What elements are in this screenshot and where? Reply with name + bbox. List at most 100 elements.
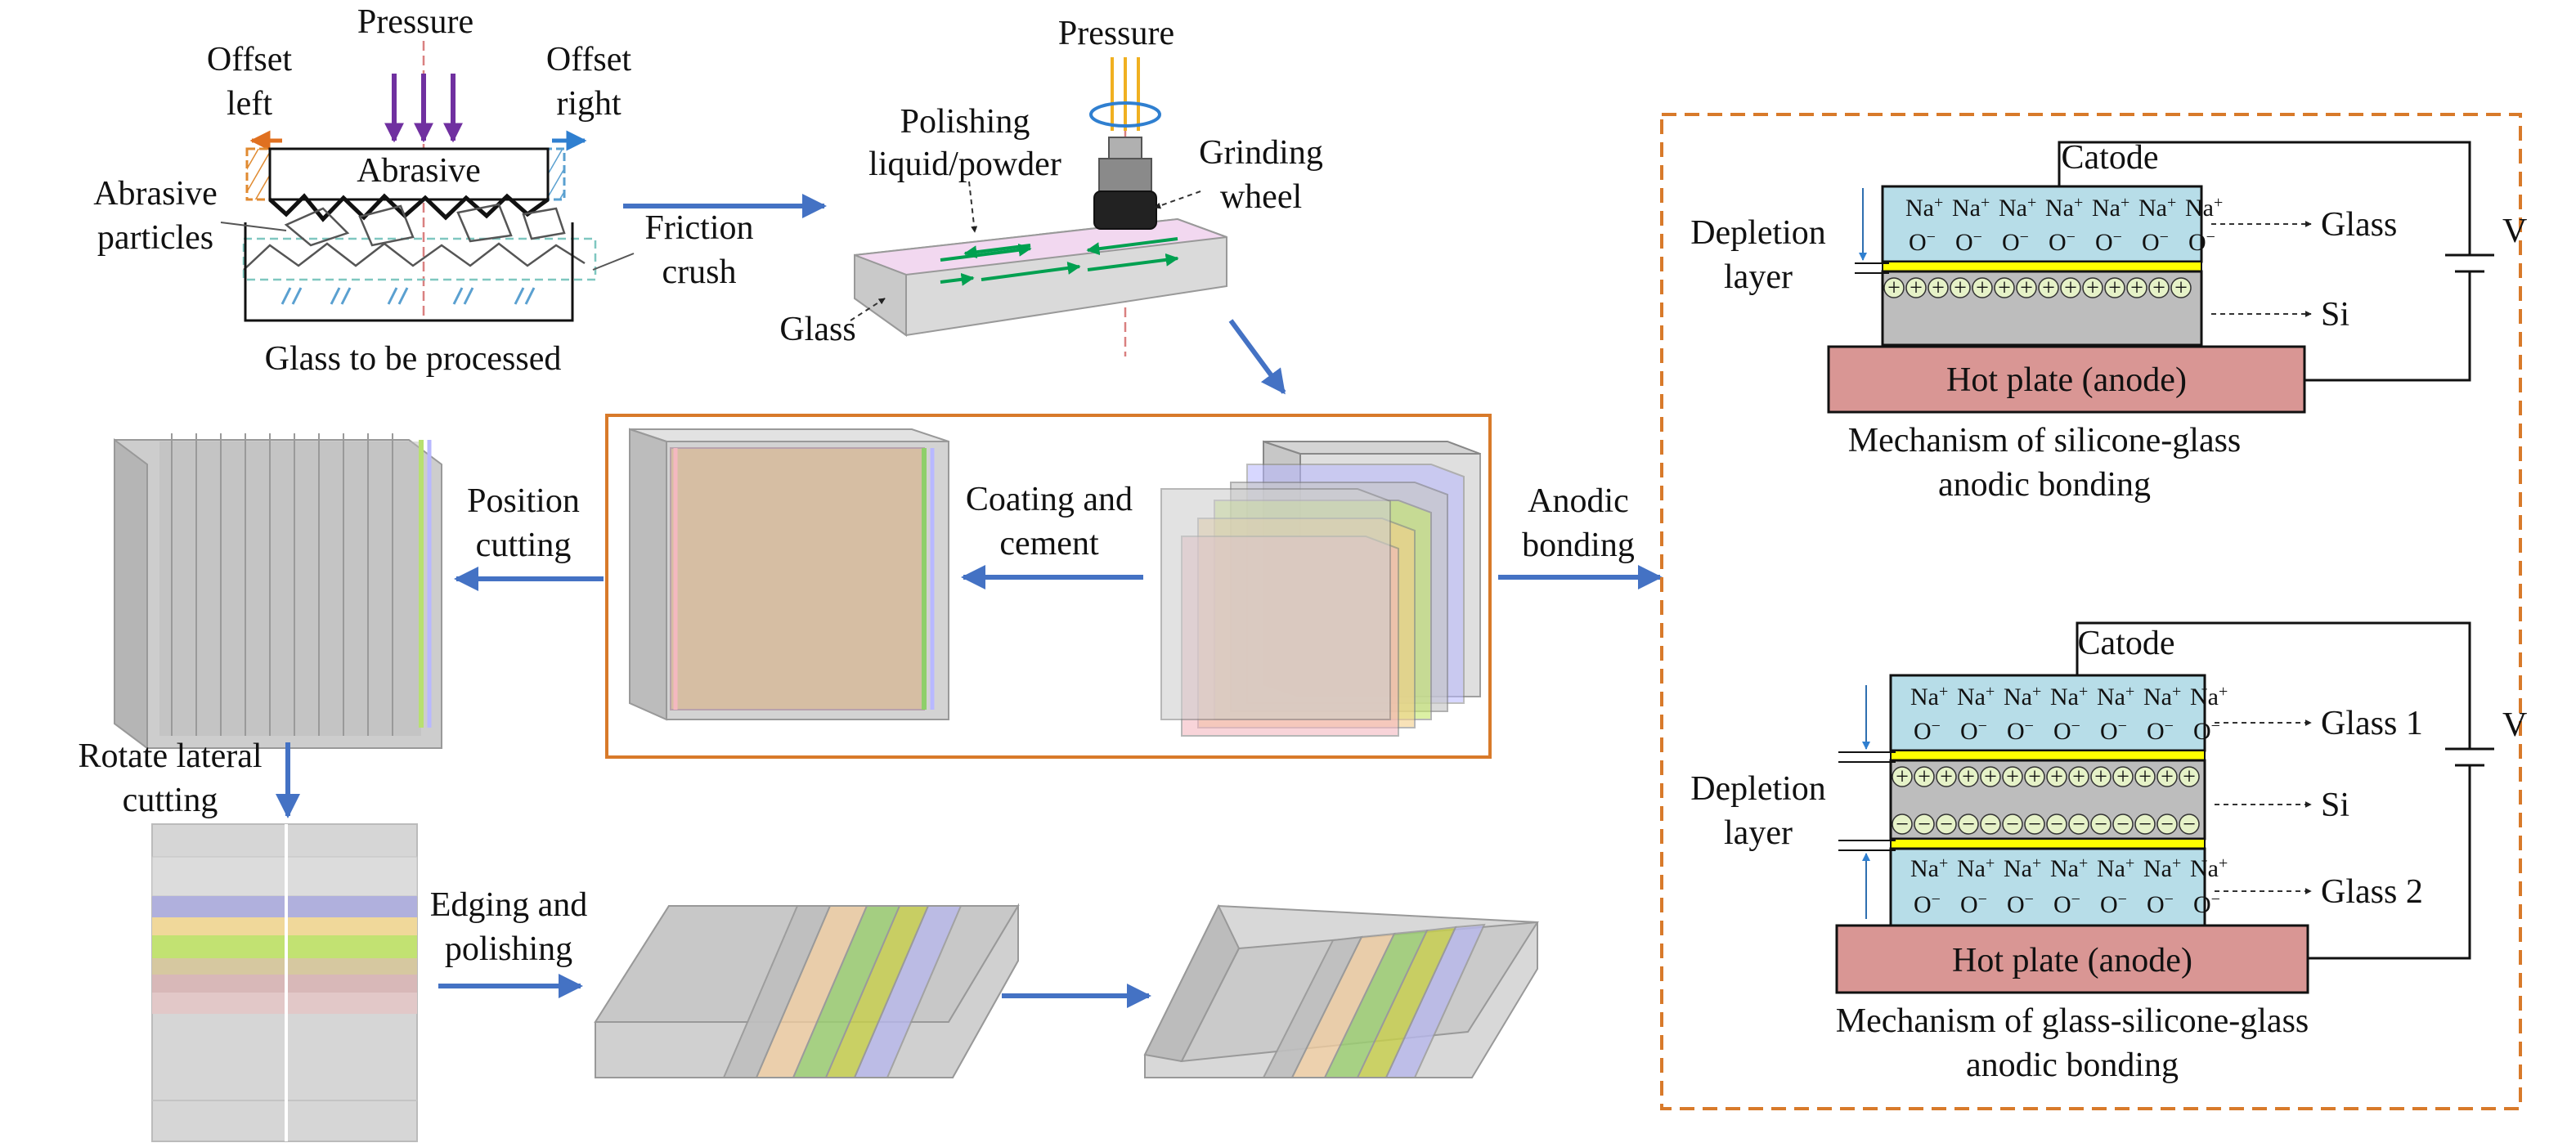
charge-circle [1892, 766, 1913, 787]
depletion-layer-label: layer [1724, 814, 1793, 852]
charge-circle [1994, 277, 2015, 298]
charge-symbol: + [2020, 276, 2033, 301]
abrasive-particle [358, 204, 415, 247]
anodic-bonding-label: Anodic [1528, 482, 1629, 520]
charge-circle [2156, 766, 2178, 787]
prism-slab-1 [594, 903, 1020, 1078]
friction-crush-label: Friction [645, 209, 754, 247]
charge-circle [1980, 766, 2001, 787]
rotate-lateral-cutting-label: Rotate lateral [78, 737, 262, 775]
grinding-wheel-label: wheel [1220, 178, 1302, 216]
charge-circle [1892, 814, 1913, 835]
edging-and-polishing-label: Edging and [430, 886, 587, 924]
charge-symbol: + [2138, 764, 2152, 790]
ion-symbol: O− [2188, 228, 2215, 256]
charge-symbol: + [1954, 276, 1967, 301]
charge-symbol: − [2094, 812, 2107, 837]
pressure-label-left: Pressure [357, 3, 473, 41]
glass-label: Glass [2321, 206, 2397, 244]
charge-circle [2134, 766, 2156, 787]
ion-symbol: O− [2193, 717, 2220, 745]
depletion-layer-label: Depletion [1690, 770, 1826, 808]
charge-circle [2068, 766, 2089, 787]
charge-circle [1958, 766, 1979, 787]
glass-hatching [280, 287, 536, 305]
mechanism-panel [1660, 113, 2522, 1110]
charge-circle [1936, 766, 1957, 787]
charge-circle [2002, 814, 2023, 835]
polishing-label: Polishing [900, 103, 1030, 141]
grinding-schematic: Pressure Offset left Offset right Abrasi… [93, 3, 753, 378]
abrasive-label: Abrasive [357, 152, 481, 190]
flow-arrow-2 [1228, 319, 1286, 395]
charge-circle [2179, 814, 2200, 835]
charge-circle [1905, 277, 1927, 298]
leader-line [220, 222, 287, 231]
charge-circle [2024, 766, 2045, 787]
offset-left-label: Offset [207, 41, 293, 78]
charge-circle [1883, 277, 1905, 298]
si-label: Si [2321, 296, 2349, 334]
charge-circle [2112, 814, 2134, 835]
charge-symbol: + [1910, 276, 1923, 301]
positive-charge-row: ++++++++++++++ [1883, 276, 2192, 301]
charge-symbol: + [2116, 764, 2129, 790]
charge-circle [2179, 766, 2200, 787]
charge-circle [2038, 277, 2059, 298]
charge-circle [2002, 766, 2023, 787]
ion-symbol: O− [2193, 890, 2220, 918]
friction-zone [242, 237, 597, 281]
charge-symbol: + [2108, 276, 2121, 301]
negative-charge-row: −−−−−−−−−−−−−− [1892, 812, 2200, 837]
charge-symbol: + [1976, 276, 1989, 301]
charge-symbol: + [1887, 276, 1901, 301]
charge-symbol: − [2050, 812, 2063, 837]
silicone-glass-bonding: V Catode Na+Na+Na+Na+Na+Na+Na+ O−O−O−O−O… [1690, 139, 2527, 504]
charge-circle [2090, 814, 2112, 835]
abrasive-block [268, 147, 550, 201]
charge-circle [2112, 766, 2134, 787]
glass-label: Glass [779, 311, 855, 348]
glass-workpiece [244, 222, 574, 322]
wire [2076, 621, 2471, 749]
depletion-layer-label: Depletion [1690, 214, 1826, 252]
charge-symbol: + [1984, 764, 1997, 790]
grinding-wheel-label: Grinding [1199, 134, 1323, 172]
catode-label: Catode [2062, 139, 2159, 177]
charge-circle [1914, 814, 1935, 835]
grinding-wheel [1093, 190, 1157, 230]
ion-symbol: Na+ [2190, 854, 2228, 882]
charge-circle [2156, 814, 2178, 835]
charge-symbol: − [2028, 812, 2041, 837]
charge-symbol: − [2006, 812, 2019, 837]
abrasive-particle [522, 207, 566, 240]
glass-to-be-processed-label: Glass to be processed [265, 340, 562, 378]
ion-symbol: Na+ [2190, 683, 2228, 710]
charge-symbol: − [2116, 812, 2129, 837]
leader-line [968, 181, 978, 233]
ion-symbol: Na+ [2092, 194, 2129, 222]
pressure-rays [1111, 57, 1140, 131]
offset-right-label: Offset [546, 41, 632, 78]
edging-and-polishing-label: polishing [445, 930, 572, 968]
rotate-lateral-cutting-label: cutting [123, 782, 218, 819]
bonded-block [629, 428, 949, 721]
leader-line [850, 298, 886, 321]
hot-plate [1827, 345, 2306, 414]
mechanism-caption: anodic bonding [1966, 1047, 2179, 1084]
charge-symbol: + [2094, 764, 2107, 790]
stacked-plates [1160, 440, 1481, 737]
coating-and-cement-label: cement [999, 525, 1099, 563]
charge-symbol: + [1940, 764, 1953, 790]
charge-symbol: + [2183, 764, 2196, 790]
charge-symbol: − [1962, 812, 1975, 837]
coating-and-cement-label: Coating and [966, 481, 1133, 518]
depletion-band [1890, 750, 2206, 761]
charge-symbol: + [1998, 276, 2011, 301]
charge-circle [1972, 277, 1993, 298]
charge-circle [2170, 277, 2192, 298]
charge-symbol: − [2072, 812, 2085, 837]
cut-block [114, 433, 442, 750]
charge-symbol: + [2174, 276, 2188, 301]
